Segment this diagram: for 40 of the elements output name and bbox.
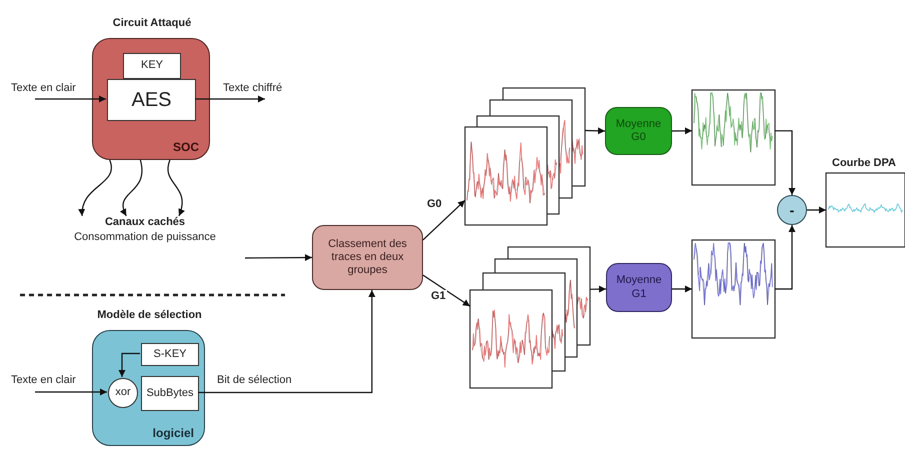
process-box: Moyenne G0 — [605, 107, 672, 155]
arrow — [775, 225, 796, 290]
edge-label: Texte en clair — [10, 82, 77, 94]
arrow — [118, 352, 140, 377]
arrow — [775, 130, 796, 195]
arrow — [167, 160, 185, 216]
arrow — [672, 286, 692, 292]
block-label: logiciel — [152, 426, 194, 440]
arrow — [198, 290, 376, 394]
edge-label: G0 — [426, 198, 443, 210]
arrow — [245, 254, 312, 262]
edge-label: Texte en clair — [10, 374, 77, 386]
block-title: Modèle de sélection — [96, 309, 203, 321]
process-box: Moyenne G1 — [606, 263, 672, 312]
edge-label: Texte chiffré — [222, 82, 284, 94]
arrow — [672, 127, 692, 134]
process-box: SubBytes — [141, 376, 199, 411]
block-label: SOC — [172, 140, 199, 154]
process-box: Classement des traces en deux groupes — [312, 225, 423, 290]
arrow — [120, 160, 142, 216]
arrow — [422, 200, 466, 240]
block-title: Circuit Attaqué — [112, 17, 192, 29]
aes-box: AES — [107, 79, 196, 121]
plot-title: Courbe DPA — [832, 157, 896, 169]
arrow — [590, 286, 606, 293]
arrow — [195, 96, 265, 102]
edge-label: Bit de sélection — [216, 374, 293, 386]
arrow — [78, 160, 112, 216]
subtract-circle: - — [777, 195, 807, 225]
arrow — [807, 206, 826, 214]
arrow — [422, 274, 470, 307]
arrow — [584, 127, 606, 134]
key-box: KEY — [123, 53, 181, 79]
edge-label: G1 — [430, 290, 447, 302]
key-box: S-KEY — [141, 343, 199, 366]
arrow — [35, 96, 106, 102]
xor-circle: xor — [108, 378, 138, 408]
caption-text: Consommation de puissance — [73, 231, 217, 243]
heading: Canaux cachés — [104, 216, 186, 228]
arrow — [35, 388, 107, 396]
